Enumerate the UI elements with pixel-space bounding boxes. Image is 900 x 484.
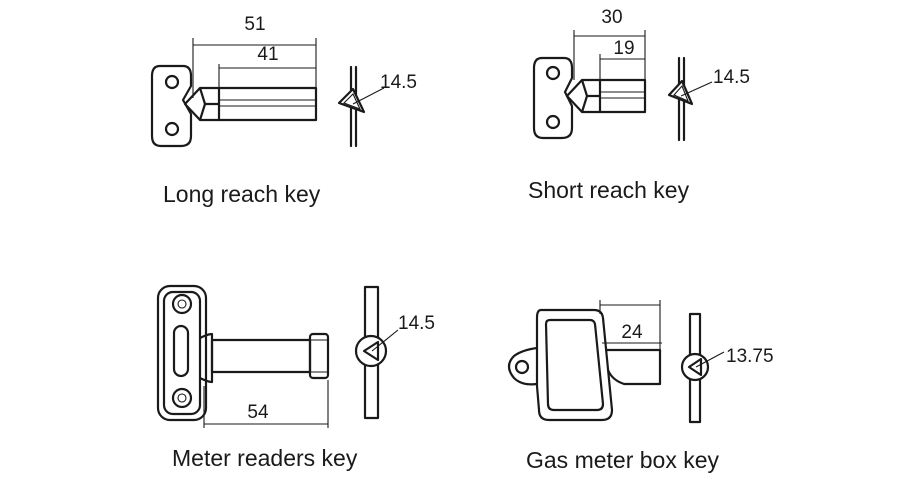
meter-handle-outer <box>156 284 208 422</box>
gas-dim-square-label: 13.75 <box>726 346 774 367</box>
short-dim-shaft: 19 <box>599 38 645 80</box>
long-dim-shaft-label: 41 <box>257 44 278 65</box>
long-dim-shaft: 41 <box>218 44 316 88</box>
gas-caption: Gas meter box key <box>526 447 720 473</box>
long-dim-square-label: 14.5 <box>380 72 417 93</box>
meter-handle-hole-bottom <box>171 387 193 409</box>
long-dim-overall-label: 51 <box>244 14 265 35</box>
gas-lug-hole <box>514 359 530 375</box>
short-dim-square-label: 14.5 <box>713 67 750 88</box>
short-handle-hole-bottom <box>545 114 561 130</box>
gas-end-circle <box>680 352 710 382</box>
short-caption: Short reach key <box>528 177 690 203</box>
long-handle-plate <box>150 64 193 148</box>
gas-triangle-square <box>687 357 703 377</box>
meter-handle-hole-top <box>171 293 193 315</box>
meter-dim-shaft-label: 54 <box>247 402 269 423</box>
meter-readers-key: 54 14.5 Meter readers key <box>156 284 435 471</box>
long-shaft <box>217 86 318 122</box>
short-handle-hole-top <box>545 65 561 81</box>
long-caption: Long reach key <box>163 181 321 207</box>
meter-shaft <box>210 338 312 374</box>
gas-lug <box>507 346 539 386</box>
long-reach-key: 51 41 14.5 Long reach key <box>150 14 417 207</box>
short-dim-shaft-label: 19 <box>613 38 634 59</box>
gas-handle-outer <box>535 308 614 422</box>
meter-triangle-square <box>362 340 380 362</box>
short-dim-overall-label: 30 <box>601 7 622 28</box>
gas-meter-box-key: 24 13.75 Gas meter box key <box>507 300 774 473</box>
short-shaft <box>598 78 647 114</box>
meter-end-circle <box>354 334 388 368</box>
gas-handle-inner <box>544 318 605 412</box>
short-handle-plate <box>532 56 574 140</box>
gas-dim-shaft: 24 <box>599 300 662 350</box>
gas-dim-shaft-label: 24 <box>621 322 643 343</box>
meter-tip <box>308 332 330 380</box>
meter-handle-inner <box>162 290 202 416</box>
long-dim-overall: 51 <box>192 14 317 98</box>
long-neck <box>183 86 221 122</box>
short-triangle-square <box>667 79 694 106</box>
short-neck <box>565 78 602 114</box>
meter-dim-square-label: 14.5 <box>398 313 435 334</box>
gas-shaft <box>604 348 662 386</box>
gas-end-view: 13.75 <box>680 312 774 424</box>
meter-end-view: 14.5 <box>354 285 435 420</box>
meter-handle-slot <box>172 324 190 378</box>
short-dim-overall: 30 <box>573 7 646 80</box>
long-triangle-square <box>337 87 366 114</box>
long-handle-hole-bottom <box>164 121 180 137</box>
long-end-view: 14.5 <box>337 65 417 148</box>
long-handle-hole-top <box>164 74 180 90</box>
short-reach-key: 30 19 14.5 Short reach key <box>528 7 750 203</box>
meter-dim-shaft: 54 <box>203 380 329 428</box>
meter-caption: Meter readers key <box>172 445 358 471</box>
short-end-view: 14.5 <box>667 56 750 142</box>
